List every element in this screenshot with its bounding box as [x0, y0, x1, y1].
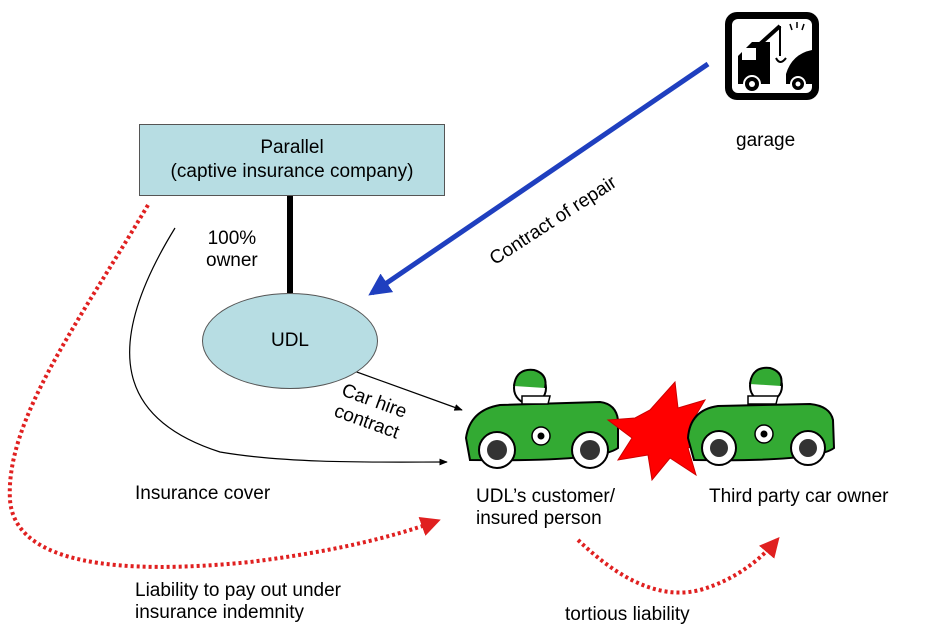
parallel-subtitle: (captive insurance company) [170, 161, 414, 182]
racing-car-icon [464, 368, 619, 469]
tortious-arrow [576, 536, 780, 595]
ownership-word: owner [206, 250, 258, 271]
car-hire-arrow [342, 366, 463, 411]
third-party-label: Third party car owner [709, 486, 889, 507]
crash-burst-icon [606, 380, 718, 482]
garage-label: garage [736, 130, 796, 151]
customer-label: UDL’s customer/ insured person [476, 486, 615, 530]
udl-label: UDL [270, 330, 309, 351]
repair-arrow [368, 61, 710, 296]
liability-arrow [7, 203, 441, 569]
parallel-company-box: Parallel (captive insurance company) [139, 124, 445, 196]
parallel-title: Parallel [260, 137, 324, 158]
insurance-cover-arrow [129, 227, 448, 466]
liability-label: Liability to pay out under insurance ind… [135, 580, 341, 624]
racing-car-icon [686, 366, 836, 466]
liability-line1: Liability to pay out under [135, 580, 341, 601]
udl-node: UDL [202, 293, 378, 389]
customer-line1: UDL’s customer/ [476, 486, 616, 507]
customer-line2: insured person [476, 508, 602, 529]
insurance-cover-label: Insurance cover [135, 483, 271, 504]
ownership-percent: 100% [207, 228, 257, 249]
tow-truck-icon [725, 12, 819, 100]
tortious-label: tortious liability [565, 604, 690, 625]
ownership-label: 100% owner [206, 228, 258, 272]
liability-line2: insurance indemnity [135, 602, 304, 623]
